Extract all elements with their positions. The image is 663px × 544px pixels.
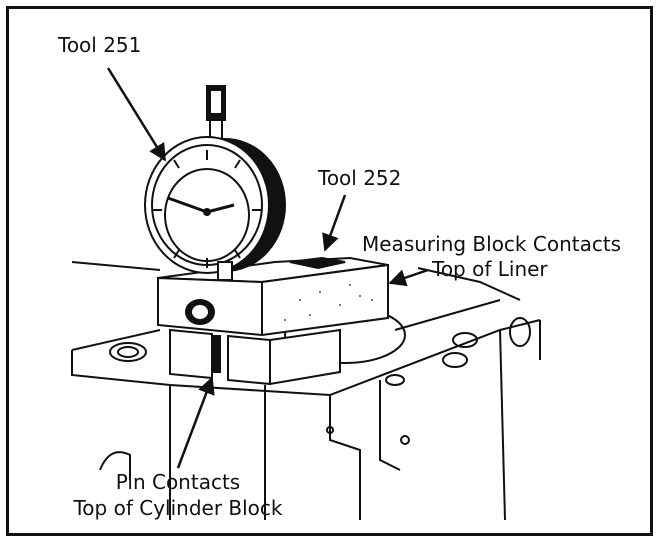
measuring-block-label-line1: Measuring Block Contacts bbox=[362, 232, 622, 256]
measuring-block-label-line2: Top of Liner bbox=[432, 257, 548, 281]
arrow-tool-251 bbox=[106, 67, 167, 162]
arrow-pin bbox=[176, 376, 215, 469]
cylinder-block bbox=[71, 261, 541, 521]
leader-lines bbox=[106, 67, 429, 469]
tool-251-label: Tool 251 bbox=[58, 33, 142, 57]
arrow-tool-252 bbox=[322, 194, 347, 252]
pin-label-line1: Pin Contacts bbox=[115, 470, 241, 494]
dial-indicator bbox=[144, 85, 286, 281]
measuring-block bbox=[157, 256, 389, 386]
tool-252-label: Tool 252 bbox=[318, 166, 402, 190]
arrow-measuring-block bbox=[388, 268, 429, 287]
pin-label-line2: Top of Cylinder Block bbox=[73, 496, 283, 520]
